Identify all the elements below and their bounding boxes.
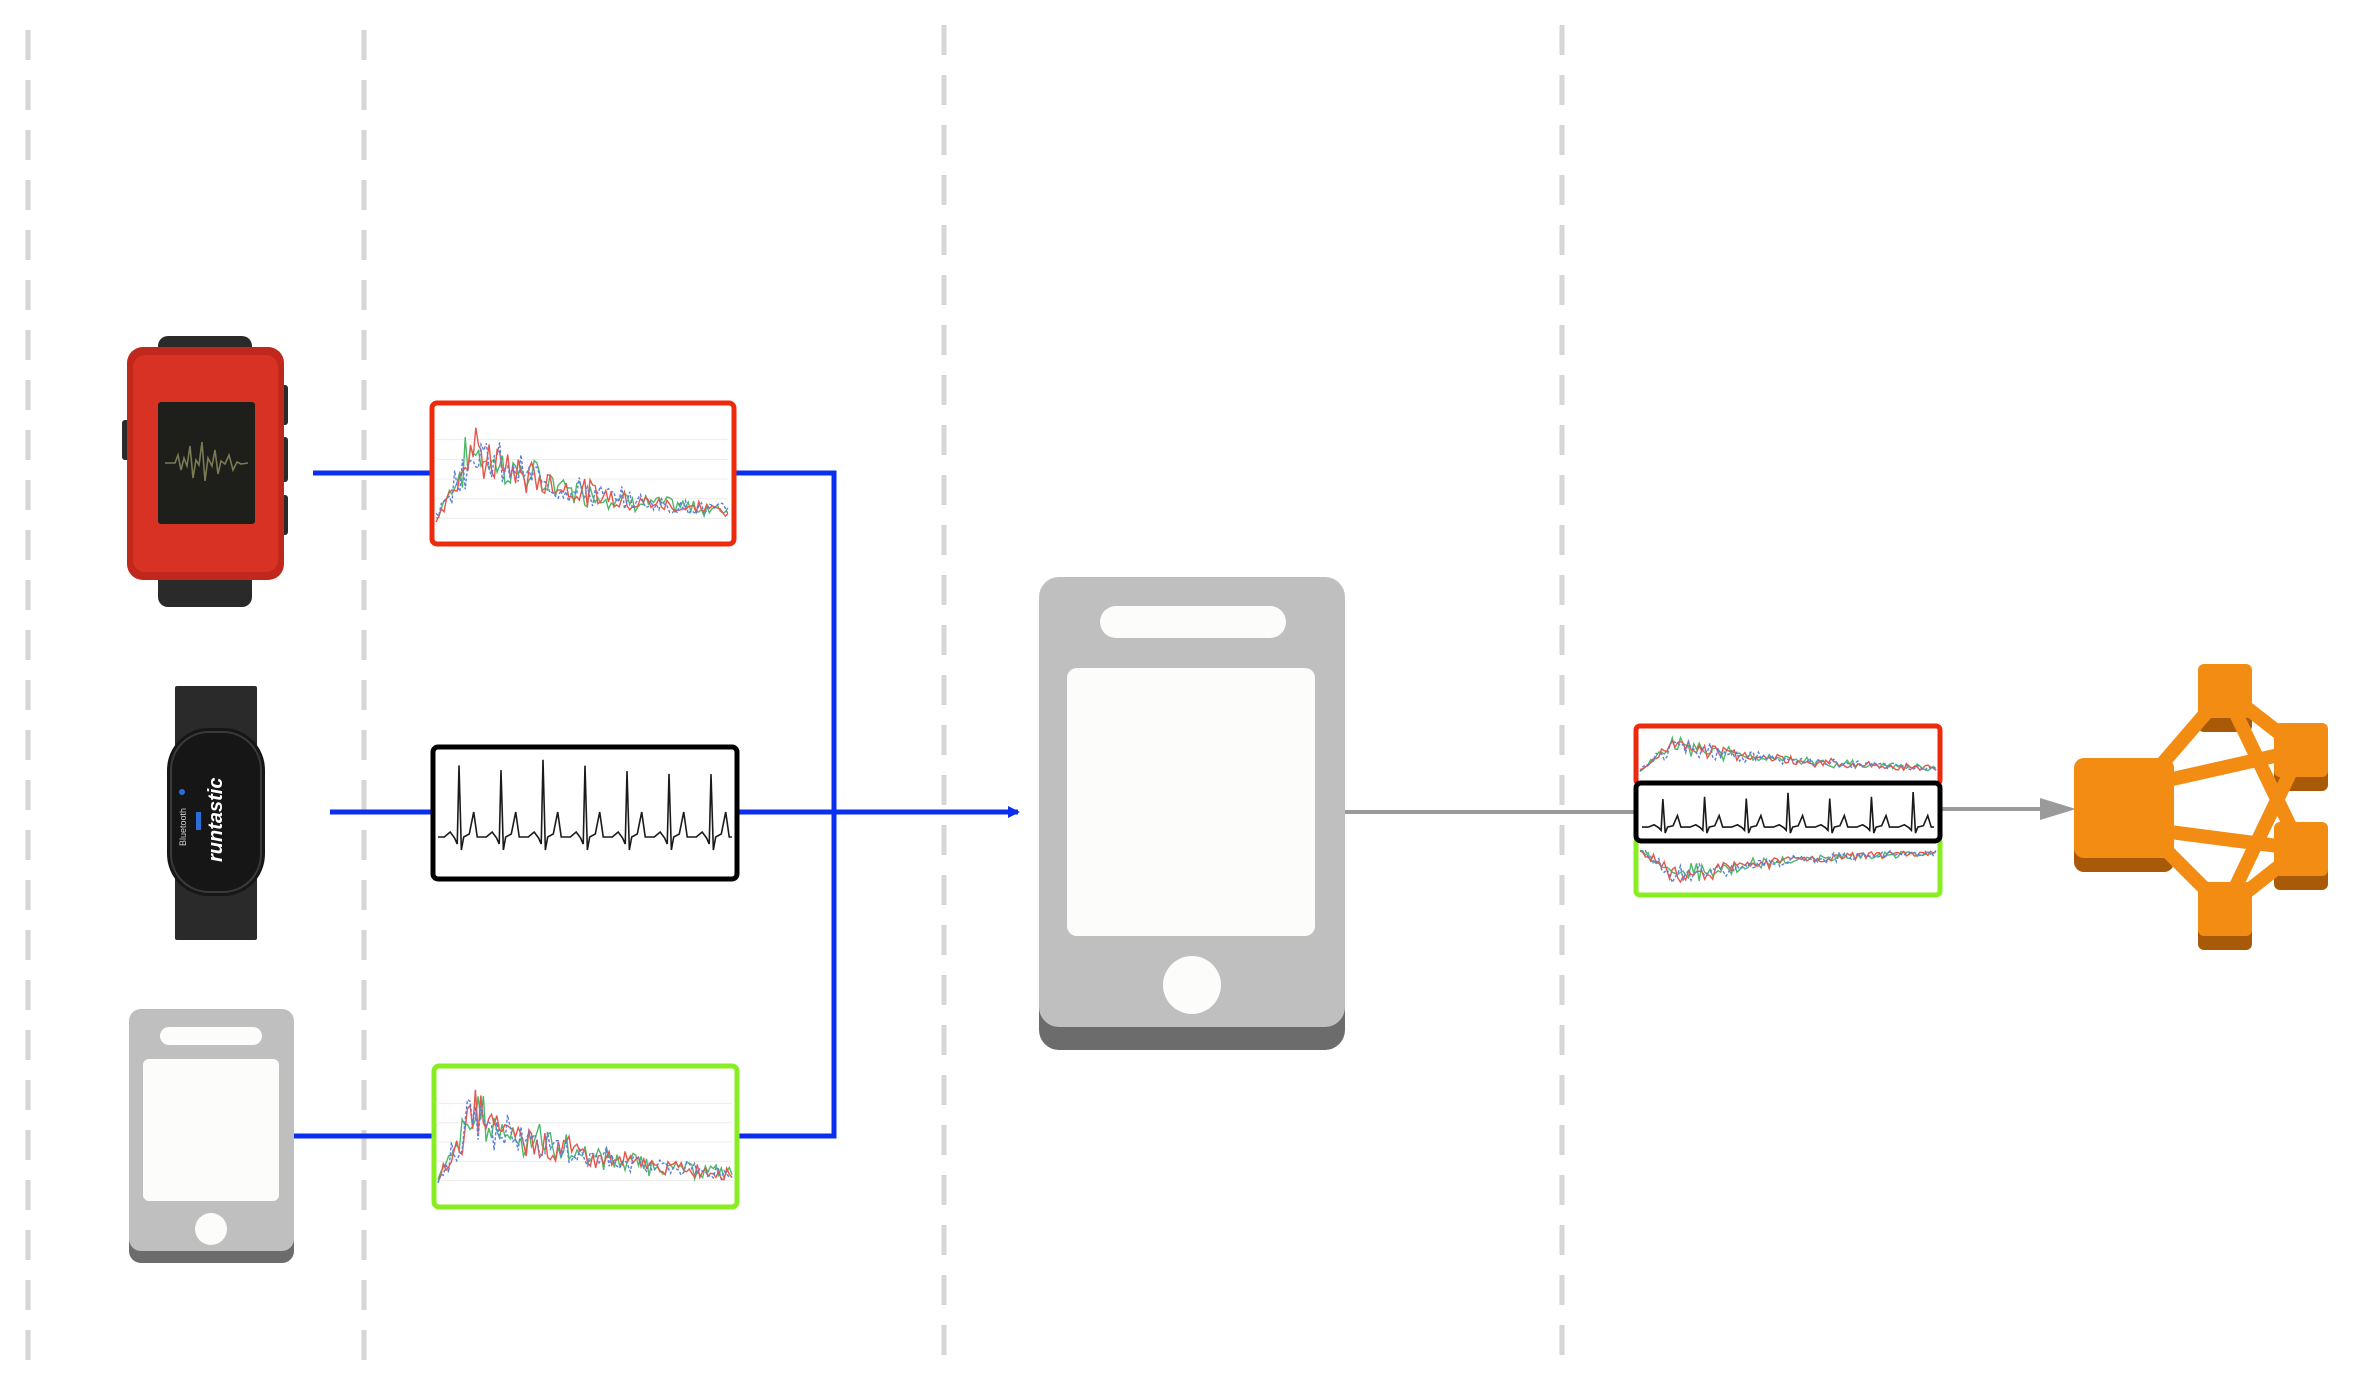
gray-arrowhead [2040,798,2076,820]
panel-frame [1633,780,1943,844]
smartwatch-icon [122,336,288,607]
accelerometer-trace [437,1089,733,1184]
signal-panel-red [429,400,737,547]
accelerometer-trace [1639,849,1937,885]
panel-grid [436,439,728,519]
merged-signal-stack [1633,723,1943,898]
merge-line [733,470,837,1139]
watch-screen-trace [165,441,249,482]
panel-background [433,747,737,879]
accelerometer-trace [435,427,729,523]
signal-panel-black [430,744,740,882]
axis-trace-line [1639,735,1937,772]
phone-speaker [1100,606,1286,638]
panel-background [1636,783,1940,841]
network-node-main [2074,758,2174,858]
network-node [2274,822,2328,876]
merged-panel-black [1633,780,1943,844]
phone-home-button [1163,956,1221,1014]
axis-trace-line [1639,739,1937,772]
strap-indicator [196,812,201,830]
strap-brand-text: runtastic [205,778,227,862]
panel-background [432,403,734,544]
axis-trace-line [435,441,729,518]
network-nodes [2074,664,2328,936]
watch-screen [158,402,255,524]
ecg-trace [438,759,732,851]
network-node [2198,664,2252,718]
panel-frame [429,400,737,547]
strap-pod [167,728,265,896]
network-node [2198,882,2252,936]
phone-home-button [195,1213,227,1245]
accelerometer-trace [1639,735,1937,772]
phone-speaker [160,1027,262,1045]
network-node [2274,723,2328,777]
strap-bluetooth-label: Bluetooth [178,808,188,846]
panel-frame [430,744,740,882]
merged-panel-red [1633,723,1943,787]
merged-panel-green [1633,835,1943,898]
axis-trace-line [1639,849,1937,885]
panel-background [434,1066,737,1207]
blue-connectors [292,470,1020,1139]
panel-background [1636,838,1940,895]
hub-smartphone-icon [1039,577,1345,1050]
axis-trace-line [437,1098,733,1184]
network-graph-icon [2074,664,2328,950]
gray-connectors [1344,798,2076,820]
smartphone-icon [129,1009,294,1263]
signal-panel-green [431,1063,740,1210]
panel-background [1636,726,1940,784]
ecg-line [1642,792,1934,834]
phone-screen [143,1059,279,1201]
phone-screen [1067,668,1315,936]
bluetooth-icon [179,789,185,795]
ecg-trace [1642,792,1934,834]
strap-pod-ring [170,731,262,893]
chest-strap-icon: runtastic Bluetooth [167,686,265,940]
panel-frame [431,1063,740,1210]
ecg-line [438,759,732,851]
